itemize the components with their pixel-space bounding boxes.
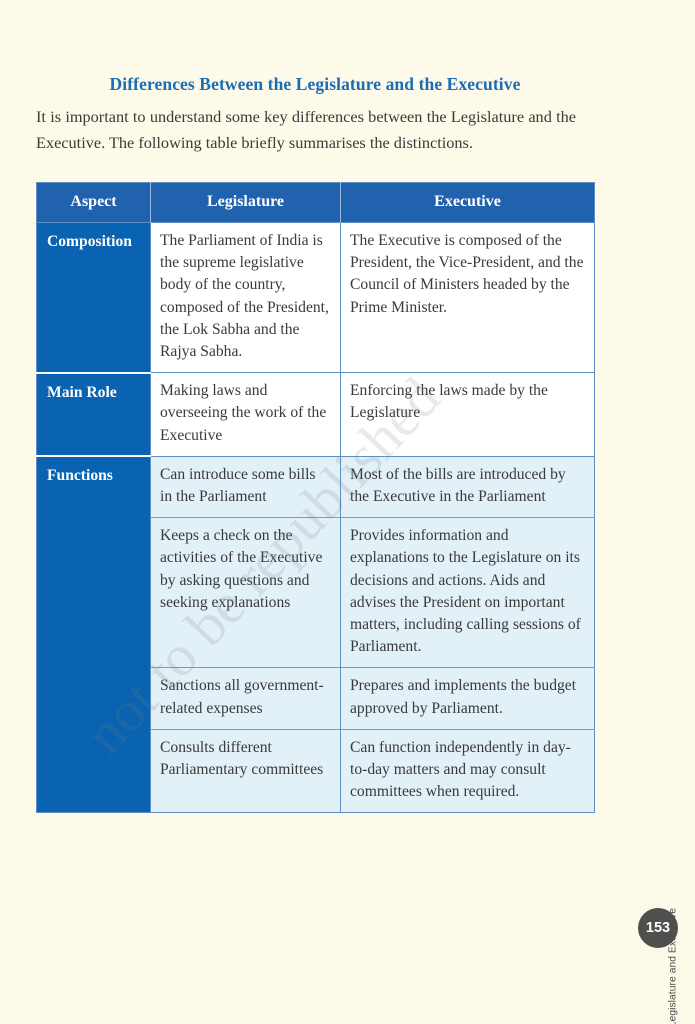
cell-legislature-functions-4: Consults different Parliamentary committ…	[150, 728, 341, 813]
table-row: Consults different Parliamentary committ…	[37, 728, 595, 813]
cell-legislature-functions-1: Can introduce some bills in the Parliame…	[150, 455, 341, 518]
table-row: Main Role Making laws and overseeing the…	[36, 371, 595, 457]
column-header-executive: Executive	[340, 182, 595, 223]
page-number-badge: 153	[638, 908, 678, 948]
column-header-legislature: Legislature	[150, 182, 341, 223]
cell-executive-composition: The Executive is composed of the Preside…	[340, 221, 595, 373]
aspect-label-functions: Functions	[36, 455, 151, 813]
cell-legislature-main-role: Making laws and overseeing the work of t…	[150, 372, 341, 457]
table-row: Composition The Parliament of India is t…	[36, 221, 595, 373]
cell-executive-functions-2: Provides information and explanations to…	[340, 517, 595, 668]
table-row: Sanctions all government-related expense…	[37, 667, 595, 730]
page-title: Differences Between the Legislature and …	[109, 74, 521, 94]
cell-legislature-functions-3: Sanctions all government-related expense…	[150, 667, 341, 730]
table-row: Functions Can introduce some bills in th…	[36, 455, 595, 813]
cell-executive-functions-4: Can function independently in day-to-day…	[340, 728, 595, 813]
aspect-label-composition: Composition	[36, 221, 151, 373]
side-rail: Governance and Democracy 6 – The Parliam…	[637, 0, 687, 1024]
cell-executive-main-role: Enforcing the laws made by the Legislatu…	[340, 372, 595, 457]
aspect-label-main-role: Main Role	[36, 371, 151, 457]
cell-executive-functions-1: Most of the bills are introduced by the …	[340, 455, 595, 518]
cell-executive-functions-3: Prepares and implements the budget appro…	[340, 667, 595, 730]
table-row: Keeps a check on the activities of the E…	[37, 517, 595, 668]
cell-legislature-composition: The Parliament of India is the supreme l…	[150, 221, 341, 373]
comparison-table: Aspect Legislature Executive Composition…	[36, 182, 595, 814]
table-header-row: Aspect Legislature Executive	[36, 182, 595, 223]
column-header-aspect: Aspect	[36, 182, 151, 223]
cell-legislature-functions-2: Keeps a check on the activities of the E…	[150, 517, 341, 668]
intro-paragraph: It is important to understand some key d…	[36, 107, 576, 152]
